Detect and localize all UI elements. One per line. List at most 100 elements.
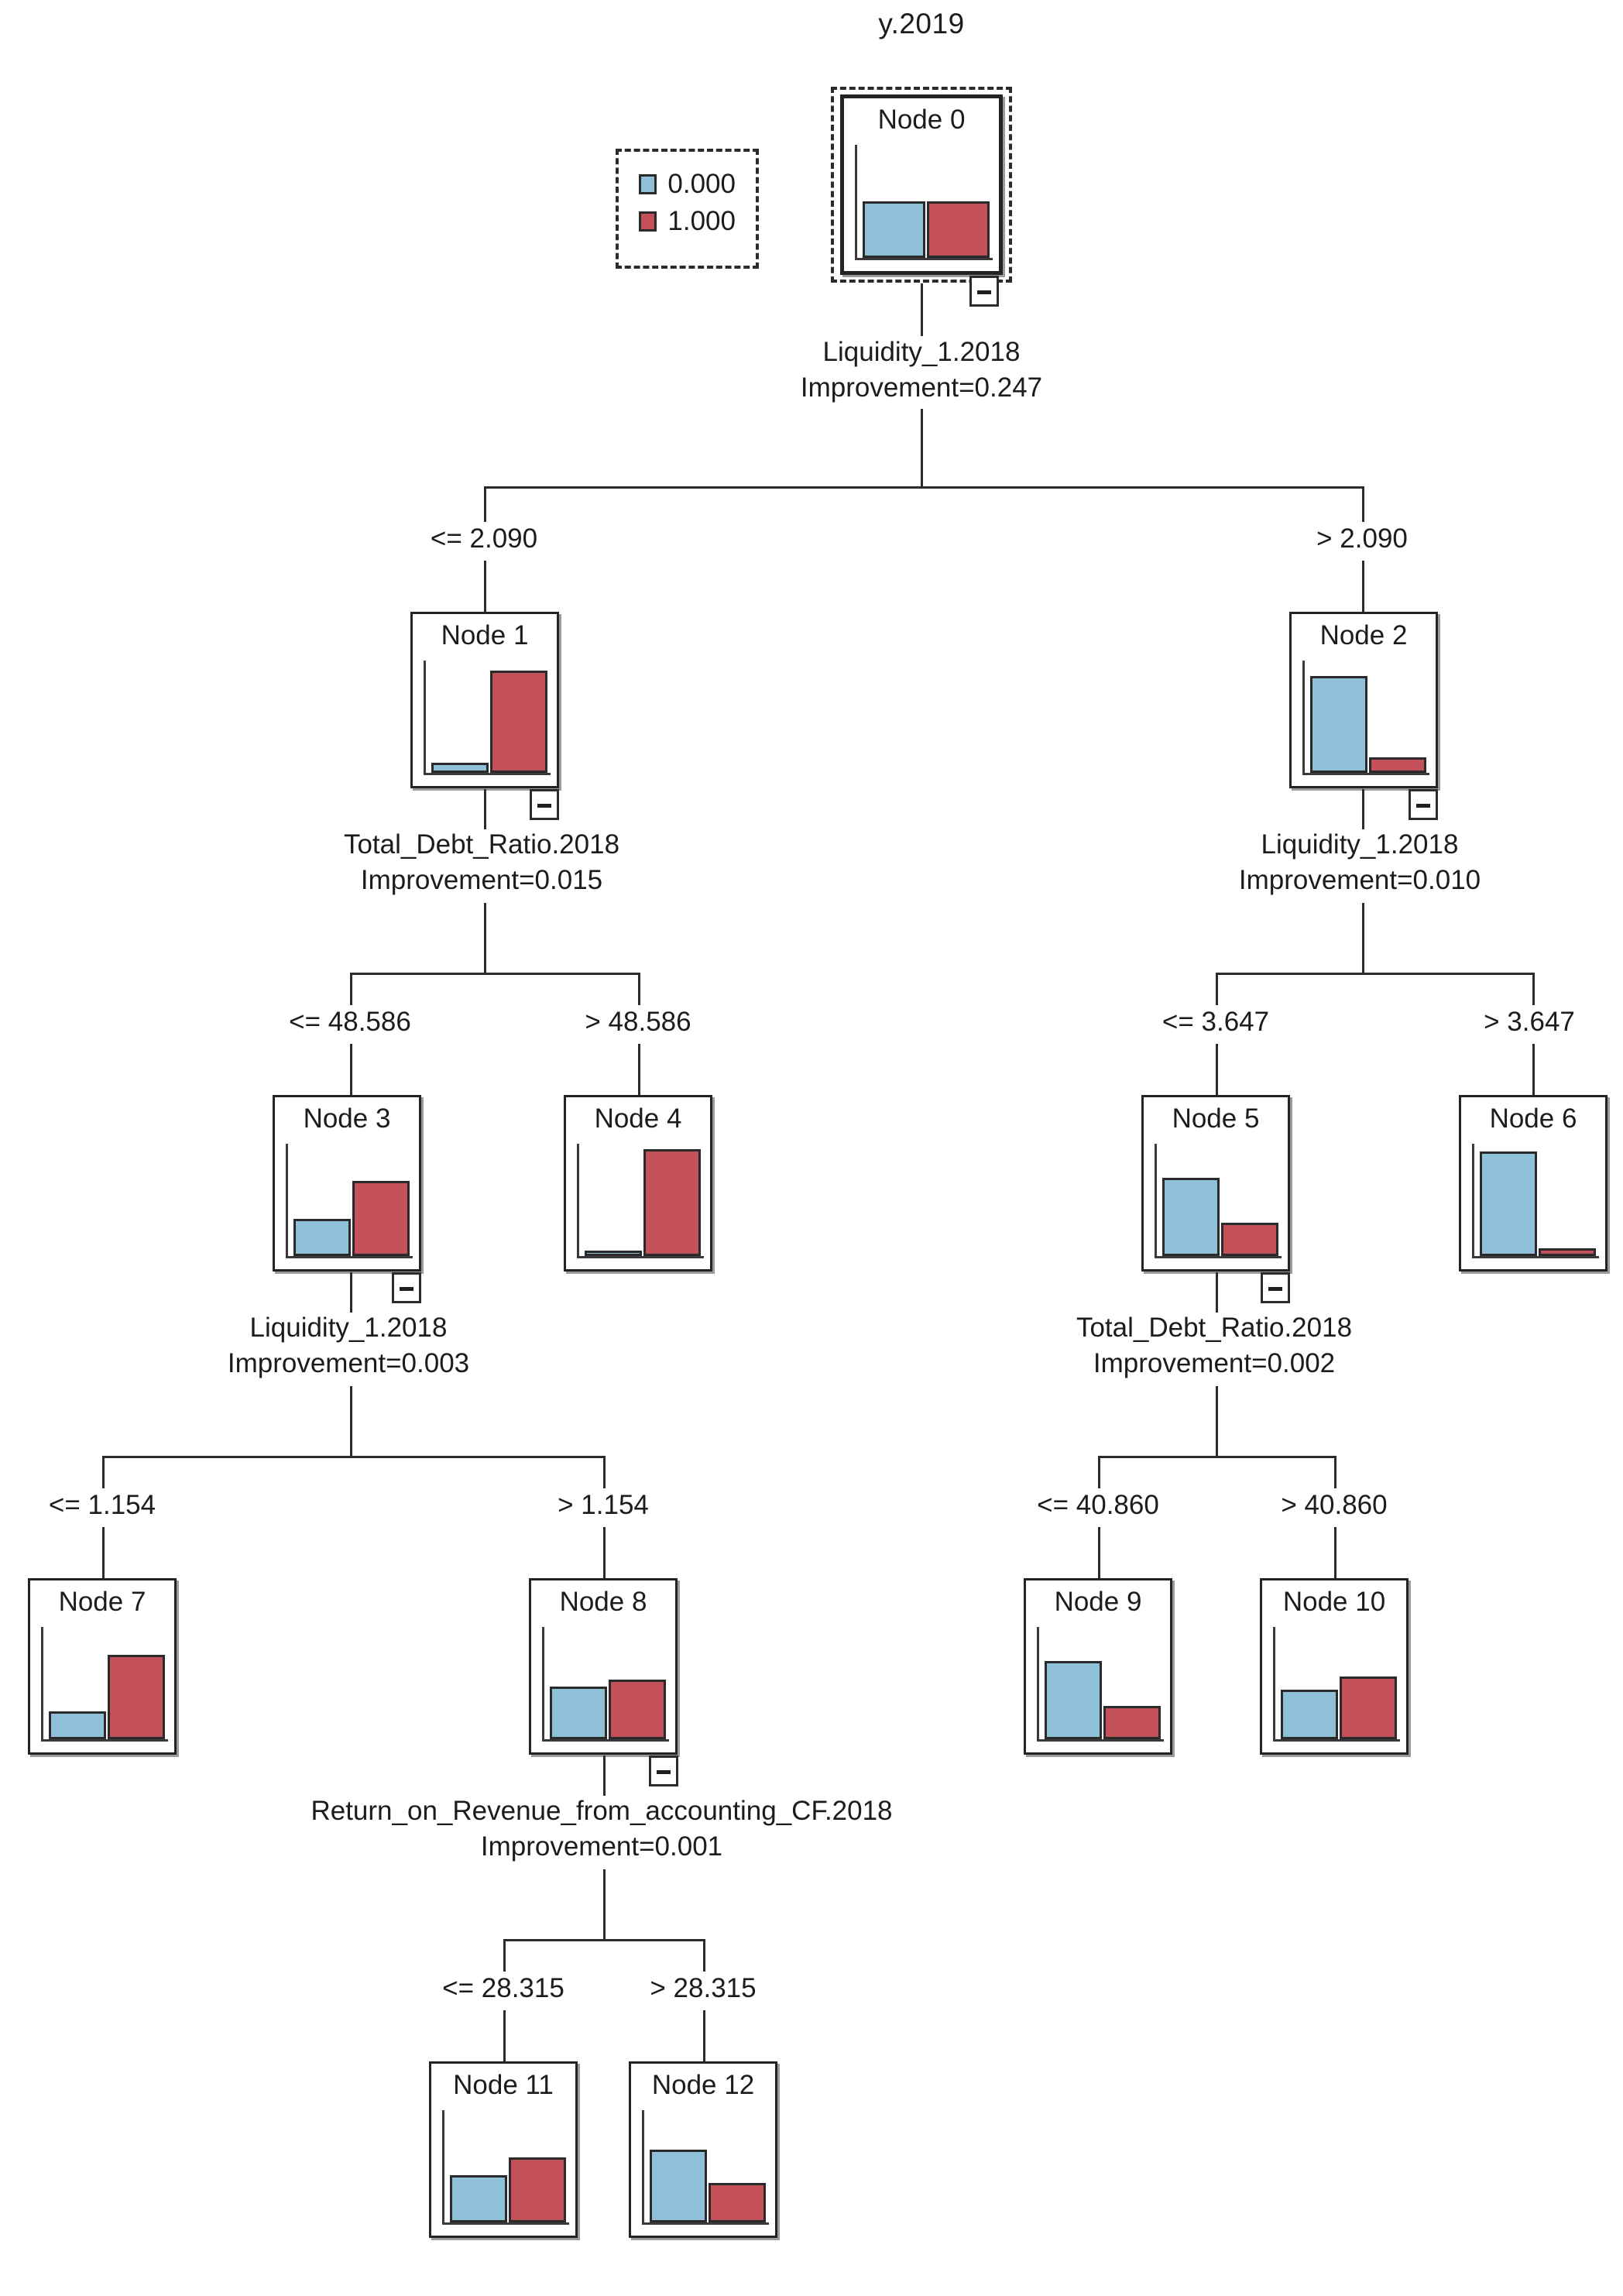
edge-to-node9-b [1098, 1527, 1100, 1578]
edge-node8-stem [603, 1755, 606, 1796]
legend-label-class1: 1.000 [667, 206, 736, 236]
node-8[interactable]: Node 8 [529, 1578, 678, 1755]
split-0-improvement: Improvement=0.247 [800, 372, 1043, 403]
node-1[interactable]: Node 1 [410, 612, 559, 788]
node-5-x-axis [1155, 1256, 1282, 1258]
node-7-barchart [41, 1627, 168, 1742]
node-6-title: Node 6 [1489, 1103, 1577, 1134]
node-4[interactable]: Node 4 [564, 1095, 712, 1272]
edge-to-node5-a [1216, 973, 1218, 1005]
node-3-title: Node 3 [303, 1103, 391, 1134]
node-0-selection-outline [831, 87, 1012, 283]
edge-to-node4-a [638, 973, 640, 1005]
branch-label-node3: <= 48.586 [289, 1007, 411, 1037]
edge-to-node8-a [603, 1456, 606, 1488]
split-8-variable: Return_on_Revenue_from_accounting_CF.201… [311, 1796, 893, 1826]
split-1-variable: Total_Debt_Ratio.2018 [343, 829, 620, 860]
edge-to-node3-a [350, 973, 352, 1005]
node-5-barchart [1155, 1144, 1282, 1258]
node-6-bar-class0 [1480, 1151, 1537, 1256]
edge-node2-stem [1362, 789, 1364, 829]
node-1-bar-class1 [490, 671, 547, 773]
edge-node2-down [1362, 903, 1364, 973]
node-0-y-axis [855, 145, 857, 260]
node-3-x-axis [286, 1256, 413, 1258]
edge-root-down [921, 409, 923, 486]
branch-label-node9: <= 40.860 [1037, 1490, 1159, 1520]
node-9-bar-class0 [1045, 1660, 1102, 1739]
node-12-y-axis [642, 2110, 644, 2225]
node-4-title: Node 4 [594, 1103, 682, 1134]
node-2-collapse-toggle[interactable] [1409, 789, 1438, 820]
page-title: y.2019 [878, 8, 965, 39]
node-0[interactable]: Node 0 [840, 94, 1003, 275]
node-7[interactable]: Node 7 [28, 1578, 177, 1755]
node-8-bar-class0 [550, 1686, 607, 1739]
node-6-y-axis [1472, 1144, 1474, 1258]
node-0-collapse-toggle[interactable] [969, 276, 999, 307]
node-0-barchart [855, 145, 993, 260]
node-2-bar-class0 [1310, 676, 1367, 773]
split-1-improvement: Improvement=0.015 [360, 864, 603, 895]
node-11[interactable]: Node 11 [429, 2061, 578, 2238]
split-0-label: Liquidity_1.2018 Improvement=0.247 [801, 335, 1042, 405]
branch-label-node2: > 2.090 [1316, 523, 1408, 554]
node-7-title: Node 7 [58, 1587, 146, 1617]
branch-label-node4: > 48.586 [585, 1007, 691, 1037]
branch-label-node11: <= 28.315 [442, 1973, 564, 2003]
edge-to-node1-a [484, 486, 486, 522]
branch-label-node1: <= 2.090 [430, 523, 538, 554]
node-0-bar-class1 [927, 201, 990, 258]
node-9[interactable]: Node 9 [1024, 1578, 1172, 1755]
node-6[interactable]: Node 6 [1459, 1095, 1608, 1272]
node-5-collapse-toggle[interactable] [1261, 1272, 1290, 1303]
node-6-x-axis [1472, 1256, 1599, 1258]
edge-node5-stem [1216, 1272, 1218, 1313]
node-7-bar-class0 [49, 1711, 106, 1739]
node-3-y-axis [286, 1144, 288, 1258]
split-2-variable: Liquidity_1.2018 [1261, 829, 1459, 860]
split-0-variable: Liquidity_1.2018 [822, 337, 1021, 367]
node-2[interactable]: Node 2 [1289, 612, 1438, 788]
node-8-collapse-toggle[interactable] [649, 1755, 678, 1786]
edge-to-node10-b [1334, 1527, 1336, 1578]
legend-swatch-class0 [639, 174, 657, 194]
edge-node3-down [350, 1386, 352, 1456]
node-4-bar-class0 [585, 1250, 642, 1256]
edge-node5-down [1216, 1386, 1218, 1456]
edge-node3-bus [102, 1456, 606, 1458]
node-5[interactable]: Node 5 [1141, 1095, 1290, 1272]
node-12-x-axis [642, 2222, 769, 2225]
node-5-y-axis [1155, 1144, 1157, 1258]
node-4-bar-class1 [643, 1149, 701, 1256]
node-11-bar-class0 [450, 2175, 507, 2222]
node-2-title: Node 2 [1319, 620, 1408, 650]
edge-node3-stem [350, 1272, 352, 1313]
node-9-y-axis [1037, 1627, 1039, 1742]
edge-node1-stem [484, 789, 486, 829]
edge-to-node5-b [1216, 1044, 1218, 1095]
node-5-bar-class0 [1162, 1177, 1220, 1256]
node-10-title: Node 10 [1282, 1587, 1386, 1617]
node-6-barchart [1472, 1144, 1599, 1258]
node-8-title: Node 8 [559, 1587, 647, 1617]
edge-node2-bus [1216, 973, 1533, 975]
edge-to-node2-a [1362, 486, 1364, 522]
branch-label-node6: > 3.647 [1484, 1007, 1575, 1037]
edge-to-node11-a [503, 1939, 506, 1972]
node-2-barchart [1302, 661, 1429, 775]
node-3-bar-class1 [352, 1180, 410, 1256]
node-3-collapse-toggle[interactable] [392, 1272, 421, 1303]
split-2-label: Liquidity_1.2018 Improvement=0.010 [1239, 827, 1481, 897]
legend-row-class0: 0.000 [639, 166, 736, 203]
node-2-x-axis [1302, 773, 1429, 775]
legend-row-class1: 1.000 [639, 203, 736, 240]
node-5-title: Node 5 [1172, 1103, 1260, 1134]
node-3-barchart [286, 1144, 413, 1258]
node-12[interactable]: Node 12 [629, 2061, 777, 2238]
node-3[interactable]: Node 3 [273, 1095, 421, 1272]
node-1-collapse-toggle[interactable] [530, 789, 559, 820]
edge-to-node12-b [703, 2010, 705, 2061]
node-8-y-axis [542, 1627, 544, 1742]
node-10[interactable]: Node 10 [1260, 1578, 1409, 1755]
